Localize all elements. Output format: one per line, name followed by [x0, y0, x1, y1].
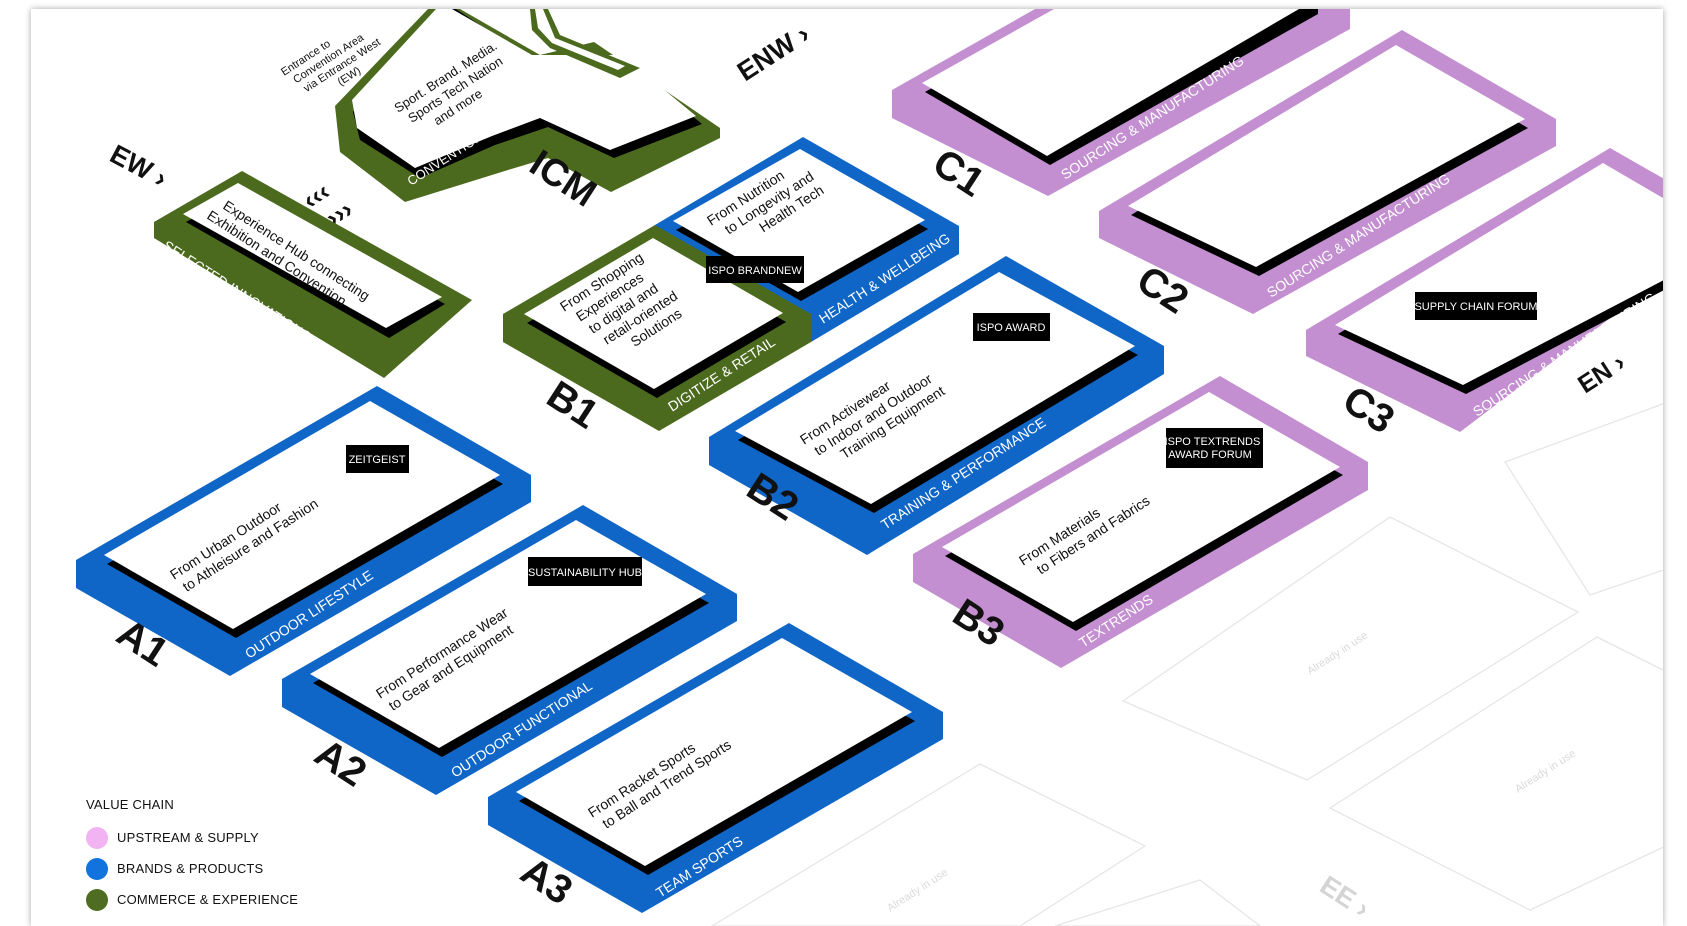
b2-badge-label: ISPO AWARD — [977, 322, 1046, 334]
b3-badge-line-1: ISPO TEXTRENDS — [1165, 436, 1261, 448]
unused-hall-2 — [1121, 516, 1580, 781]
unused-hall-3 — [1328, 636, 1663, 911]
convention-area-corridor-floor — [535, 9, 625, 70]
legend-label-brands: BRANDS & PRODUCTS — [117, 861, 264, 876]
legend-item-commerce: COMMERCE & EXPERIENCE — [86, 884, 346, 915]
exhibition-hall-map: Already in use Already in use Already in… — [76, 9, 1663, 926]
a2-badge[interactable]: SUSTAINABILITY HUB — [528, 557, 642, 586]
c3-badge[interactable]: SUPPLY CHAIN FORUM — [1414, 292, 1538, 320]
legend-title: VALUE CHAIN — [86, 797, 174, 812]
value-chain-legend: VALUE CHAIN UPSTREAM & SUPPLY BRANDS & P… — [86, 797, 346, 915]
entrance-enw[interactable]: ENW › — [732, 19, 815, 87]
hall-b2[interactable]: From Activewear to Indoor and Outdoor Tr… — [709, 256, 1164, 555]
b1-badge[interactable]: ISPO BRANDNEW — [706, 256, 804, 283]
hall-c3-floor — [1335, 163, 1663, 385]
convention-area[interactable]: Sport. Brand. Media. Sports Tech Nation … — [335, 9, 720, 215]
hall-c1[interactable]: SOURCING & MANUFACTURING C1 — [892, 9, 1350, 205]
a2-badge-label: SUSTAINABILITY HUB — [528, 567, 642, 579]
unused-halls — [710, 403, 1663, 926]
legend-label-upstream: UPSTREAM & SUPPLY — [117, 830, 259, 845]
legend-item-brands: BRANDS & PRODUCTS — [86, 853, 346, 884]
hall-c1-floor — [922, 9, 1299, 156]
entrance-en[interactable]: EN › — [1573, 348, 1630, 399]
legend-swatch-brands — [86, 857, 108, 880]
svg-text:ISPO TEXTRENDS AWARD: ISPO TEXTRENDS AWARD FORUM — [1165, 436, 1264, 461]
convention-area-corridor — [530, 9, 640, 78]
legend-swatch-commerce — [86, 888, 108, 911]
unused-hall-1 — [1504, 403, 1663, 596]
hall-c2-floor — [1128, 45, 1525, 267]
convention-area-floor — [352, 9, 696, 168]
b3-badge[interactable]: ISPO TEXTRENDS AWARD FORUM — [1165, 428, 1264, 468]
map-frame: Already in use Already in use Already in… — [31, 9, 1663, 926]
b1-badge-label: ISPO BRANDNEW — [708, 265, 802, 277]
a1-badge-label: ZEITGEIST — [349, 454, 406, 466]
unused-label-2: Already in use — [1513, 747, 1578, 795]
b2-badge[interactable]: ISPO AWARD — [973, 313, 1050, 341]
b3-badge-line-2: AWARD FORUM — [1168, 449, 1252, 461]
legend-label-commerce: COMMERCE & EXPERIENCE — [117, 892, 299, 907]
unused-hall-5 — [1054, 879, 1262, 926]
c3-badge-label: SUPPLY CHAIN FORUM — [1414, 301, 1537, 313]
hall-a1[interactable]: From Urban Outdoor to Athleisure and Fas… — [76, 386, 531, 676]
selected-innovations-floor — [183, 183, 442, 328]
a1-badge[interactable]: ZEITGEIST — [346, 445, 409, 473]
entrance-ee[interactable]: EE › — [1315, 870, 1375, 924]
hall-a3[interactable]: From Racket Sports to Ball and Trend Spo… — [488, 623, 943, 913]
unused-hall-4 — [710, 763, 1147, 926]
legend-swatch-upstream — [86, 826, 108, 849]
legend-item-upstream: UPSTREAM & SUPPLY — [86, 822, 346, 853]
hall-a3-floor — [516, 638, 912, 866]
unused-label-1: Already in use — [1305, 629, 1370, 677]
unused-label-3: Already in use — [885, 866, 950, 914]
entrance-ew[interactable]: EW › — [105, 139, 172, 194]
